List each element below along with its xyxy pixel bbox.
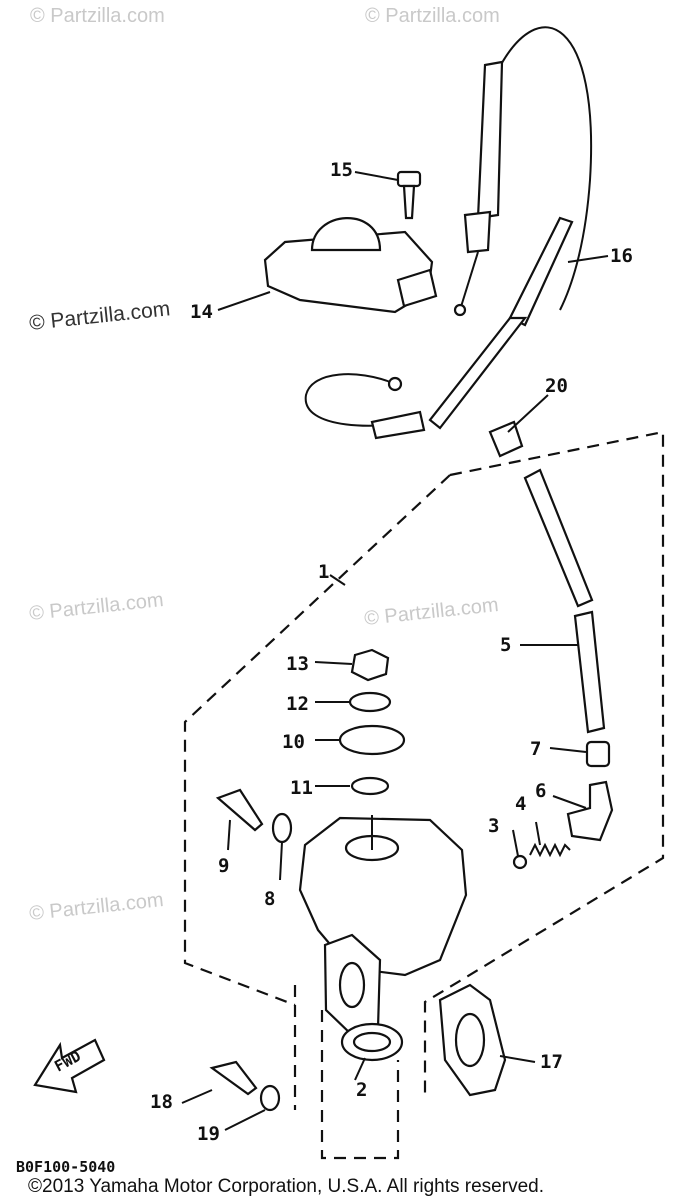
callout-15: 15	[330, 159, 353, 181]
flange-bore	[338, 961, 366, 1009]
gasket-bore	[454, 1012, 486, 1068]
watermark-lower-left: © Partzilla.com	[28, 889, 164, 925]
washer-19	[259, 1084, 281, 1112]
callout-4: 4	[515, 793, 526, 815]
check-spring	[529, 842, 571, 858]
callout-2: 2	[356, 1079, 367, 1101]
assembly-boundary	[183, 430, 665, 1160]
washer	[350, 776, 390, 796]
callout-19: 19	[197, 1123, 220, 1145]
fwd-arrow-icon	[33, 1038, 106, 1094]
watermark-main: © Partzilla.com	[28, 297, 171, 335]
callout-12: 12	[286, 693, 309, 715]
bolt-18	[209, 1060, 258, 1096]
diagram-code: B0F100-5040	[16, 1158, 115, 1176]
callout-5: 5	[500, 634, 511, 656]
cable-adjuster	[476, 60, 504, 220]
oil-pump-body	[298, 816, 468, 977]
pump-cover-tab	[396, 268, 438, 308]
callout-7: 7	[530, 738, 541, 760]
callout-9: 9	[218, 855, 229, 877]
bolt-washer	[271, 812, 293, 844]
lead-terminal	[387, 376, 403, 392]
cover-screw-head	[396, 170, 422, 188]
copyright-notice: ©2013 Yamaha Motor Corporation, U.S.A. A…	[28, 1176, 544, 1197]
watermark-mid-left: © Partzilla.com	[28, 589, 164, 625]
cable-end	[459, 251, 479, 311]
hose-clip	[585, 740, 611, 768]
cover-screw-shank	[402, 184, 416, 220]
callout-6: 6	[535, 780, 546, 802]
cable-joint	[463, 210, 492, 254]
oil-seal-inner	[352, 1031, 392, 1053]
callout-1: 1	[318, 561, 329, 583]
callout-10: 10	[282, 731, 305, 753]
callout-20: 20	[545, 375, 568, 397]
watermark-mid-right: © Partzilla.com	[363, 594, 499, 630]
watermark-top-left: © Partzilla.com	[30, 5, 165, 27]
hose-lower	[573, 610, 606, 734]
pump-cover-dome	[310, 217, 382, 252]
nut	[350, 648, 390, 682]
hose-upper	[523, 468, 594, 608]
lead-grommet	[370, 410, 426, 440]
leader-lines	[181, 171, 609, 1131]
hose-collar	[488, 420, 524, 458]
callout-17: 17	[540, 1051, 563, 1073]
callout-13: 13	[286, 653, 309, 675]
callout-14: 14	[190, 301, 213, 323]
oil-hose	[508, 216, 574, 327]
lock-washer	[348, 691, 392, 713]
spring-guard	[428, 316, 528, 430]
callout-3: 3	[488, 815, 499, 837]
throttle-cable	[497, 26, 593, 311]
elbow-fitting	[566, 780, 614, 842]
check-ball	[512, 854, 528, 870]
cable-end-ball	[453, 303, 467, 317]
mounting-bolt	[215, 788, 264, 832]
plate-washer	[338, 724, 406, 756]
callout-11: 11	[290, 777, 313, 799]
callout-16: 16	[610, 245, 633, 267]
callout-8: 8	[264, 888, 275, 910]
watermark-top-right: © Partzilla.com	[365, 5, 500, 27]
callout-18: 18	[150, 1091, 173, 1113]
